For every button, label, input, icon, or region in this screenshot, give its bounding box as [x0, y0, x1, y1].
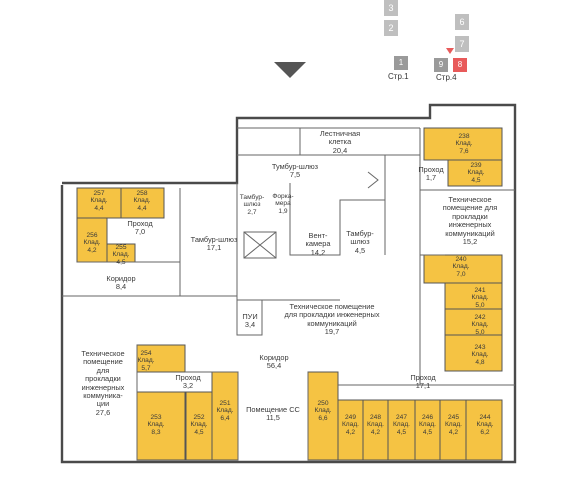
storage-258-label[interactable]: 258 Клад. 4,4 — [133, 190, 151, 212]
room-tech-mid: Техническое помещение для прокладки инже… — [284, 302, 380, 337]
storage-253 — [136, 391, 186, 461]
floor-button-7[interactable]: 7 — [455, 36, 469, 52]
storage-240-label[interactable]: 240 Клад. 7,0 — [452, 256, 470, 278]
storage-239-label[interactable]: 239 Клад. 4,5 — [467, 162, 485, 184]
storage-243 — [444, 334, 503, 372]
storage-245 — [439, 399, 467, 461]
storage-240 — [423, 254, 503, 284]
storage-251-label[interactable]: 251 Клад. 6,4 — [216, 400, 234, 422]
room-corridor-left: Коридор 8,4 — [106, 274, 136, 292]
floor-button-2[interactable]: 2 — [384, 20, 398, 36]
storage-255-label[interactable]: 255 Клад. 4,5 — [112, 244, 130, 266]
room-pass-right-bottom: Проход 17,1 — [410, 373, 436, 391]
floor-button-6[interactable]: 6 — [455, 14, 469, 30]
storage-241-label[interactable]: 241 Клад. 5,0 — [471, 287, 489, 309]
storage-247-label[interactable]: 247 Клад. 4,5 — [392, 414, 411, 436]
storage-256 — [76, 217, 108, 263]
page-4-box-8[interactable]: 8 — [453, 58, 467, 72]
storage-247 — [387, 399, 416, 461]
page-1-label[interactable]: Стр.1 — [388, 72, 409, 81]
storage-252-label[interactable]: 252 Клад. 4,5 — [190, 414, 208, 436]
room-vent: Вент- камера 14,2 — [305, 231, 331, 257]
room-pass-small: Проход 3,2 — [175, 373, 201, 391]
room-tumbur-a: Тамбур- шлюз 2,7 — [239, 194, 265, 216]
room-corridor-center: Коридор 56,4 — [259, 353, 289, 371]
storage-242-label[interactable]: 242 Клад. 5,0 — [471, 314, 489, 336]
room-pui: ПУИ 3,4 — [242, 312, 258, 330]
storage-244-label[interactable]: 244 Клад. 6,2 — [476, 414, 494, 436]
storage-257 — [76, 187, 122, 219]
room-tumbur-right: Тамбур- шлюз 4,5 — [346, 229, 374, 255]
storage-257-label[interactable]: 257 Клад. 4,4 — [90, 190, 108, 212]
storage-248-label[interactable]: 248 Клад. 4,2 — [366, 414, 385, 436]
page-4-marker-icon — [446, 48, 454, 54]
storage-249 — [337, 399, 364, 461]
storage-238-label[interactable]: 238 Клад. 7,6 — [455, 133, 473, 155]
room-tumbur-top: Тумбур-шлюз 7,5 — [271, 162, 319, 180]
page-4-box-9[interactable]: 9 — [434, 58, 448, 72]
storage-249-label[interactable]: 249 Клад. 4,2 — [341, 414, 360, 436]
room-porch: Форка- мера 1,9 — [272, 193, 294, 215]
storage-254-label[interactable]: 254 Клад. 5,7 — [137, 350, 155, 372]
room-pass-left: Проход 7,0 — [127, 219, 153, 237]
room-cc: Помещение СС 11,5 — [246, 405, 300, 423]
storage-253-label[interactable]: 253 Клад. 8,3 — [147, 414, 165, 436]
room-tech-left: Техническое помещение для прокладки инже… — [81, 349, 125, 417]
storage-242 — [444, 308, 503, 336]
room-pass-right-top: Проход 1,7 — [418, 165, 444, 183]
storage-241 — [444, 282, 503, 310]
storage-243-label[interactable]: 243 Клад. 4,8 — [471, 344, 489, 366]
room-tech-right: Техническое помещение для прокладки инже… — [442, 195, 498, 247]
floor-button-3[interactable]: 3 — [384, 0, 398, 16]
storage-250-label[interactable]: 250 Клад. 6,6 — [314, 400, 332, 422]
page-4-label[interactable]: Стр.4 — [436, 73, 457, 82]
storage-246-label[interactable]: 246 Клад. 4,5 — [418, 414, 437, 436]
storage-244 — [465, 399, 503, 461]
room-tumbur-left: Тамбур-шлюз 17,1 — [190, 235, 238, 253]
storage-245-label[interactable]: 245 Клад. 4,2 — [444, 414, 463, 436]
scroll-down-arrow-icon — [274, 62, 306, 78]
room-stair: Лестничная клетка 20,4 — [319, 129, 361, 155]
storage-239 — [447, 159, 503, 187]
page-1-box[interactable]: 1 — [394, 56, 408, 70]
storage-256-label[interactable]: 256 Клад. 4,2 — [83, 232, 101, 254]
storage-252 — [185, 391, 213, 461]
storage-258 — [120, 187, 165, 219]
storage-238 — [423, 127, 503, 161]
